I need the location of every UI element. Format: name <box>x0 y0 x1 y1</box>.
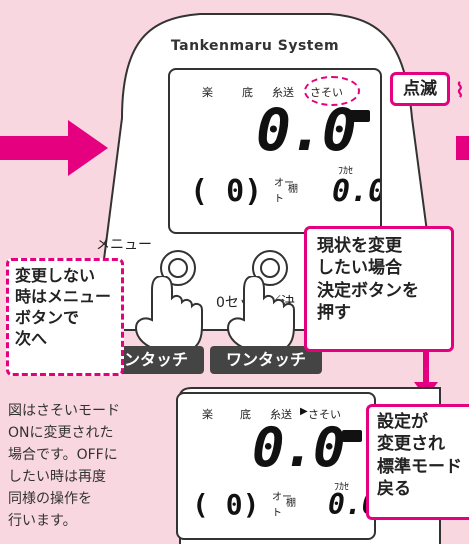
lcd-bottom-main-reading: 0.0 <box>252 416 346 479</box>
auto-label-bottom: ト <box>274 194 284 205</box>
lcd-label-soko: 底 <box>242 86 253 99</box>
tana-label: 棚 <box>288 184 298 195</box>
pointer-icon: ▶ <box>300 406 308 417</box>
no-change-line-3: ボタンで <box>15 308 80 328</box>
lcd-display-bottom: 楽 底 糸送 さそい ▶ 0.0 ﾌｶｾ ( 0) オー ト 棚 0.0 <box>176 392 376 540</box>
lcd-bottom-bracket-reading: ( 0) <box>192 488 260 521</box>
change-callout: 現状を変更 したい場合 決定ボタンを 押す <box>304 226 454 352</box>
sub-reading: 0.0 <box>332 174 382 209</box>
blink-indicator <box>304 76 360 106</box>
menu-label: メニュー <box>96 237 152 253</box>
left-arrow-icon <box>0 120 108 176</box>
change-line-4: 押す <box>317 303 351 324</box>
note-line-1: 図はさそいモード <box>8 403 120 419</box>
change-line-1: 現状を変更 <box>317 236 402 256</box>
blink-mark: ⌇ <box>455 78 465 102</box>
note-line-5: 同様の操作を <box>8 491 92 507</box>
one-touch-tag-right: ワンタッチ <box>210 346 322 374</box>
menu-button[interactable] <box>160 250 196 286</box>
finger-left-icon <box>134 276 203 351</box>
lcd-bottom-unit: ﾌｶｾ <box>334 482 349 493</box>
lcd-label-itookuri: 糸送 <box>272 86 294 99</box>
no-change-line-1: 変更しない <box>15 266 96 285</box>
auto-label-top: オー <box>274 178 294 189</box>
battery-icon <box>348 110 370 122</box>
note-line-2: ONに変更された <box>8 425 114 441</box>
lcd-unit: ﾌｶｾ <box>338 166 353 177</box>
lcd-label-raku: 楽 <box>202 86 213 99</box>
result-line-1: 設定が <box>377 412 428 432</box>
note-line-4: したい時は再度 <box>8 469 106 485</box>
no-change-line-4: 次へ <box>15 329 48 349</box>
brand-label: Tankenmaru System <box>170 38 340 54</box>
result-callout: 設定が 変更され 標準モード 戻る <box>366 404 469 520</box>
lcd-bottom-label-sasoi: さそい <box>308 408 341 421</box>
confirm-button[interactable] <box>252 250 288 286</box>
lcd-bottom-battery-icon <box>342 430 362 442</box>
lcd-bottom-auto-top: オー <box>272 492 292 503</box>
note-line-3: 場合です。OFFに <box>8 447 118 463</box>
blink-callout: 点滅 <box>390 72 450 106</box>
lcd-bottom-label-itookuri: 糸送 <box>270 408 292 421</box>
finger-right-icon <box>226 276 295 351</box>
lcd-bottom-label-raku: 楽 <box>202 408 213 421</box>
result-line-4: 戻る <box>377 479 411 500</box>
lcd-display-top: 楽 底 糸送 さそい 0.0 ﾌｶｾ ( 0) オー ト 棚 0.0 <box>168 68 382 234</box>
lcd-bottom-auto-bottom: ト <box>272 508 282 519</box>
result-line-2: 変更され <box>377 434 445 455</box>
no-change-line-2: 時はメニュー <box>15 287 112 307</box>
no-change-callout: 変更しない 時はメニュー ボタンで 次へ <box>6 258 124 376</box>
change-line-3: 決定ボタンを <box>317 280 419 301</box>
lcd-bottom-label-soko: 底 <box>240 408 251 421</box>
note-line-6: 行います。 <box>8 513 77 529</box>
note-text: 図はさそいモード ONに変更された 場合です。OFFに したい時は再度 同様の操… <box>8 400 176 532</box>
bracket-reading: ( 0) <box>190 174 263 209</box>
result-line-3: 標準モード <box>377 456 462 477</box>
main-reading: 0.0 <box>256 96 357 164</box>
lcd-bottom-tana: 棚 <box>286 498 296 509</box>
change-line-2: したい場合 <box>317 258 402 279</box>
right-arrow-icon <box>456 136 469 160</box>
